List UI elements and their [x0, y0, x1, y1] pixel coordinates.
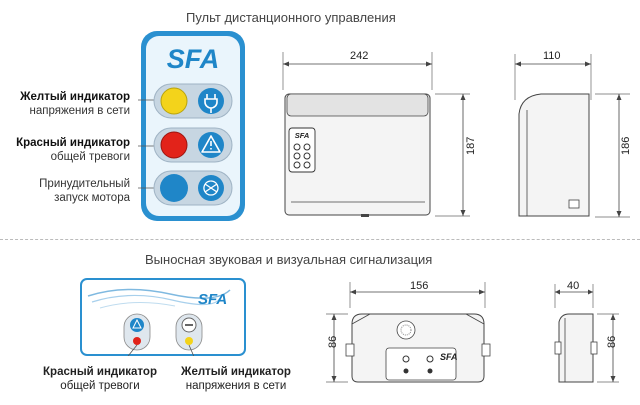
- bottom-section-title: Выносная звуковая и визуальная сигнализа…: [145, 252, 433, 267]
- speaker-grille-icon: [396, 320, 416, 340]
- label-red-bold: Красный индикатор: [16, 137, 130, 149]
- panel-label-red-bold: Красный индикатор: [43, 366, 157, 378]
- panel-label-yellow-bold: Желтый индикатор: [181, 366, 291, 378]
- label-yellow-normal: напряжения в сети: [29, 105, 130, 117]
- remote-logo: SFA: [167, 44, 220, 74]
- label-motor-start: Принудительный запуск мотора: [0, 177, 130, 205]
- label-red-normal: общей тревоги: [50, 151, 130, 163]
- top-front-width-label: 242: [350, 50, 368, 62]
- yellow-led: [160, 87, 188, 115]
- top-side-view: 110 186: [514, 50, 632, 218]
- bottom-front-view: 156 86 SFA: [326, 280, 491, 383]
- bottom-side-width-label: 40: [567, 280, 579, 292]
- top-front-view: 242 187 SFA: [282, 50, 475, 217]
- label-yellow-indicator: Желтый индикатор напряжения в сети: [0, 90, 130, 118]
- section-divider: [0, 239, 640, 240]
- panel-label-yellow: Желтый индикатор напряжения в сети: [166, 365, 306, 393]
- label-yellow-bold: Желтый индикатор: [20, 91, 130, 103]
- top-side-height-label: 186: [620, 137, 632, 155]
- bottom-front-logo: SFA: [440, 352, 458, 362]
- bottom-front-height-label: 86: [327, 336, 339, 348]
- top-front-logo: SFA: [295, 131, 310, 140]
- bottom-side-view: 40 86: [554, 280, 619, 383]
- panel-yellow-led: [185, 337, 193, 345]
- top-side-width-label: 110: [543, 50, 561, 62]
- bottom-side-height-label: 86: [606, 336, 618, 348]
- label-motor-line1: Принудительный: [39, 178, 130, 190]
- bottom-front-width-label: 156: [410, 280, 428, 292]
- top-front-height-label: 187: [465, 137, 475, 155]
- panel-red-led: [133, 337, 141, 345]
- power-plug-icon: [198, 88, 224, 114]
- motor-start-button[interactable]: [160, 174, 188, 202]
- panel-label-red-normal: общей тревоги: [60, 380, 140, 392]
- label-red-indicator: Красный индикатор общей тревоги: [0, 136, 130, 164]
- panel-label-yellow-normal: напряжения в сети: [185, 380, 287, 392]
- panel-label-red: Красный индикатор общей тревоги: [30, 365, 170, 393]
- panel-logo: SFA: [198, 291, 227, 308]
- red-led: [160, 131, 188, 159]
- alarm-panel: SFA: [80, 278, 246, 356]
- top-section-title: Пульт дистанционного управления: [186, 10, 396, 25]
- label-motor-line2: запуск мотора: [54, 192, 130, 204]
- remote-control: SFA: [138, 31, 245, 221]
